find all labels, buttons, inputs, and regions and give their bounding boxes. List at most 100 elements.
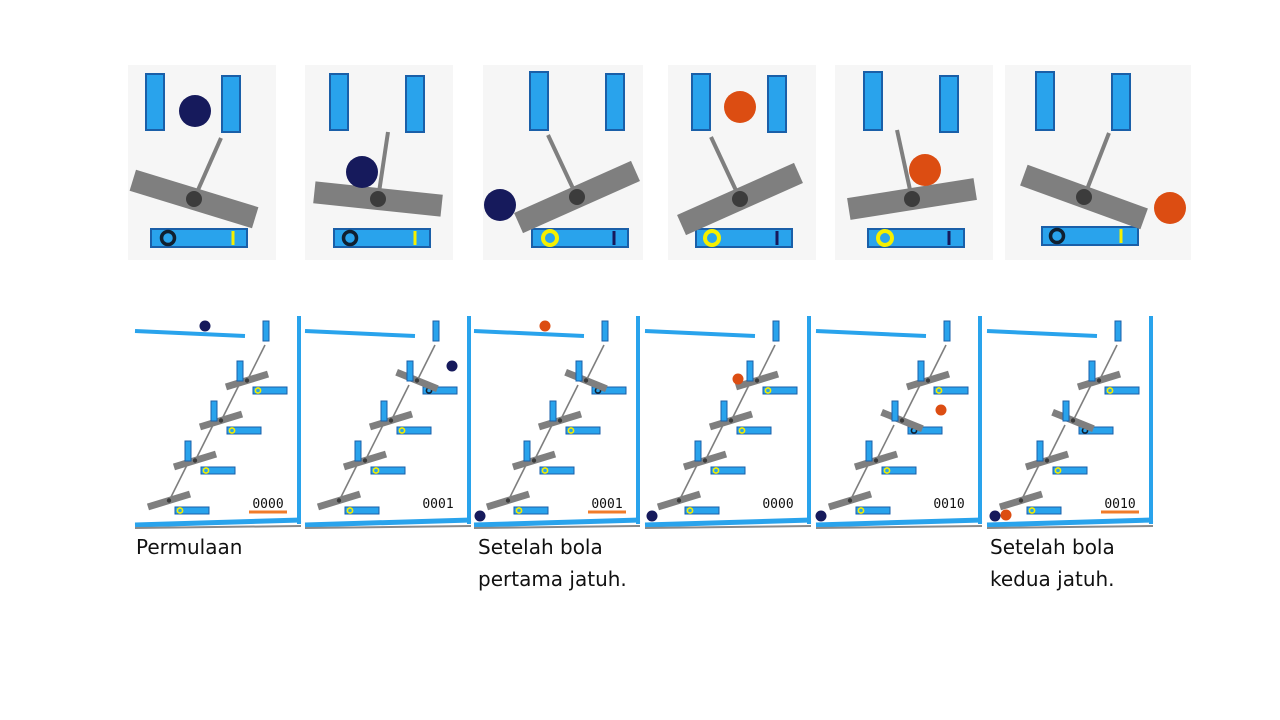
right-guide-block bbox=[939, 75, 959, 133]
toggle-bar bbox=[695, 228, 793, 248]
toggle-bar bbox=[1104, 386, 1140, 395]
lever-pivot bbox=[1018, 498, 1024, 503]
counter-panel-1: 0000 bbox=[134, 316, 302, 529]
lever-pivot bbox=[370, 191, 386, 207]
toggle-bar bbox=[344, 506, 380, 515]
toggle-bar bbox=[762, 386, 798, 395]
counter-value: 0010 bbox=[933, 497, 964, 512]
left-guide-block bbox=[1035, 71, 1055, 131]
floor-ramp bbox=[134, 517, 302, 528]
lever-stem bbox=[901, 384, 921, 422]
toggle-bar bbox=[333, 228, 431, 248]
lever-stem bbox=[507, 464, 527, 502]
guide-block bbox=[772, 320, 780, 342]
toggle-ring bbox=[1048, 227, 1066, 245]
toggle-bar bbox=[565, 426, 601, 435]
lever-pivot bbox=[192, 458, 198, 463]
guide-block bbox=[380, 400, 388, 422]
counter-panel-6: 0010 bbox=[986, 316, 1154, 529]
guide-block bbox=[891, 400, 899, 422]
toggle-mark bbox=[1119, 229, 1123, 243]
toggle-ring bbox=[738, 427, 746, 434]
lever-pivot bbox=[702, 458, 708, 463]
floor-ramp bbox=[473, 517, 641, 528]
toggle-ring bbox=[202, 467, 210, 474]
lever-stem bbox=[194, 424, 214, 462]
top-panel-3 bbox=[483, 65, 643, 260]
left-guide-block bbox=[329, 73, 349, 131]
lever-pivot bbox=[1076, 189, 1092, 205]
lever-pivot bbox=[873, 458, 879, 463]
toggle-mark bbox=[231, 231, 235, 245]
top-panel-5 bbox=[835, 65, 993, 260]
guide-block bbox=[720, 400, 728, 422]
guide-block bbox=[210, 400, 218, 422]
lever-pivot bbox=[847, 498, 853, 503]
lever-stem bbox=[704, 424, 724, 462]
lever-pivot bbox=[676, 498, 682, 503]
lever-pivot bbox=[569, 189, 585, 205]
lever-pivot bbox=[557, 418, 563, 423]
toggle-bar bbox=[1041, 226, 1139, 246]
toggle-bar bbox=[684, 506, 720, 515]
caption-after-second-line1: Setelah bola bbox=[990, 535, 1115, 559]
lever-stem bbox=[533, 424, 553, 462]
counter-panel-4: 0000 bbox=[644, 316, 812, 529]
lever-stem bbox=[390, 384, 410, 422]
guide-block bbox=[917, 360, 925, 382]
lever-stem bbox=[730, 384, 750, 422]
floor-shadow bbox=[134, 525, 302, 529]
top-ramp bbox=[644, 329, 756, 338]
lever-stem bbox=[1046, 424, 1066, 462]
left-guide-block bbox=[145, 73, 165, 131]
counter-value: 0001 bbox=[422, 497, 453, 512]
floor-ramp bbox=[304, 517, 472, 528]
lever-stem bbox=[338, 464, 358, 502]
caption-start: Permulaan bbox=[136, 535, 243, 559]
top-ramp bbox=[304, 329, 416, 338]
ball bbox=[539, 320, 551, 332]
lever-stem bbox=[585, 344, 605, 382]
floor-shadow bbox=[644, 525, 812, 529]
floor-ramp bbox=[815, 517, 983, 528]
counter-panel-2: 0001 bbox=[304, 316, 472, 529]
toggle-mark bbox=[947, 231, 951, 245]
floor-shadow bbox=[304, 525, 472, 529]
top-ramp bbox=[134, 329, 246, 338]
counter-value: 0010 bbox=[1104, 497, 1135, 512]
toggle-bar bbox=[422, 386, 458, 395]
lever-stem bbox=[1082, 132, 1111, 198]
ball bbox=[1154, 192, 1186, 224]
guide-block bbox=[1114, 320, 1122, 342]
top-panel-6 bbox=[1005, 65, 1191, 260]
toggle-ring bbox=[1028, 507, 1036, 514]
guide-block bbox=[1036, 440, 1044, 462]
floor-shadow bbox=[473, 525, 641, 529]
lever-stem bbox=[220, 384, 240, 422]
lever-pivot bbox=[336, 498, 342, 503]
counter-value: 0000 bbox=[762, 497, 793, 512]
left-guide-block bbox=[863, 71, 883, 131]
ball bbox=[446, 360, 458, 372]
ball bbox=[1000, 509, 1012, 521]
lever-stem bbox=[246, 344, 266, 382]
ball bbox=[935, 404, 947, 416]
guide-block bbox=[184, 440, 192, 462]
lever-pivot bbox=[362, 458, 368, 463]
toggle-bar bbox=[150, 228, 248, 248]
lever-pivot bbox=[186, 191, 202, 207]
lever-stem bbox=[1098, 344, 1118, 382]
toggle-ring bbox=[541, 467, 549, 474]
guide-block bbox=[694, 440, 702, 462]
top-ramp bbox=[986, 329, 1098, 338]
counter-value: 0000 bbox=[252, 497, 283, 512]
lever-stem bbox=[927, 344, 947, 382]
guide-block bbox=[601, 320, 609, 342]
lever-pivot bbox=[166, 498, 172, 503]
toggle-ring bbox=[159, 229, 177, 247]
toggle-ring bbox=[883, 467, 891, 474]
toggle-bar bbox=[591, 386, 627, 395]
counter-panel-3: 0001 bbox=[473, 316, 641, 529]
guide-block bbox=[746, 360, 754, 382]
guide-block bbox=[406, 360, 414, 382]
